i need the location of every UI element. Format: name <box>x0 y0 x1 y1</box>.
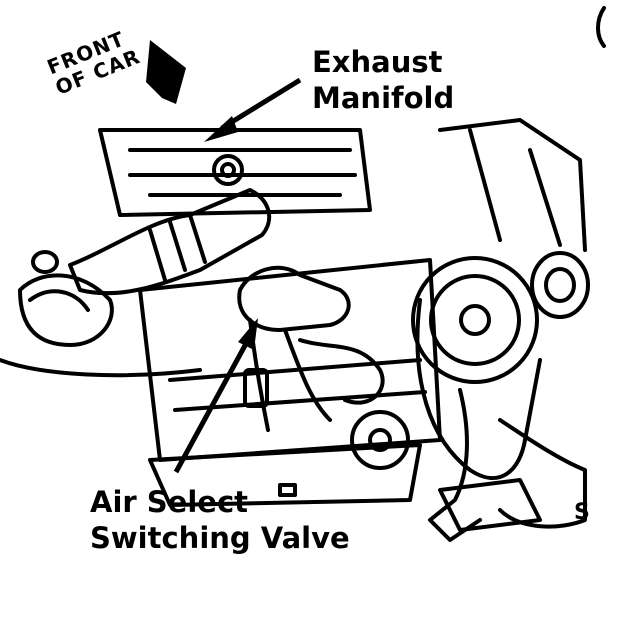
right-pulley <box>530 251 590 319</box>
engine-block <box>138 258 442 462</box>
valve-label-line-2: Switching Valve <box>90 521 350 555</box>
left-manifold-outline <box>18 273 114 347</box>
corner-mark: S <box>574 500 590 525</box>
crank-pulley-hub <box>368 428 392 452</box>
exhaust-manifold-label: Exhaust Manifold <box>312 44 454 116</box>
right-pulley-inner <box>544 267 576 303</box>
drain-plug <box>278 483 297 497</box>
cylinder-head-top <box>98 128 372 217</box>
front-arrow-icon <box>146 40 186 104</box>
main-pulley <box>411 256 539 384</box>
air-intake-duct <box>68 188 272 296</box>
corner-bracket <box>596 6 606 48</box>
bottom-right-mount <box>438 478 542 532</box>
exhaust-label-line-2: Manifold <box>312 81 455 115</box>
main-pulley-ring <box>429 274 521 366</box>
air-select-valve-label: Air Select Switching Valve <box>90 484 350 556</box>
right-lower <box>498 418 587 529</box>
oil-cap-inner <box>220 162 236 178</box>
oil-cap <box>212 154 244 186</box>
valve-label-line-1: Air Select <box>90 485 248 519</box>
sensor-body <box>243 368 269 408</box>
crank-pulley <box>350 410 410 470</box>
exhaust-pointer <box>204 77 302 142</box>
duct-ribs <box>148 213 207 282</box>
valve-pointer <box>173 318 258 474</box>
right-bracket <box>438 118 587 252</box>
exhaust-label-line-1: Exhaust <box>312 45 443 79</box>
main-pulley-hub <box>459 304 491 336</box>
valve-tube-2 <box>283 328 332 422</box>
hose-loop <box>298 338 385 405</box>
left-bolt <box>31 250 59 274</box>
right-bracket-2 <box>468 128 562 247</box>
oil-pan <box>148 443 422 507</box>
left-hose <box>0 358 202 378</box>
block-ribs <box>168 358 427 412</box>
left-manifold-flange <box>28 289 90 312</box>
